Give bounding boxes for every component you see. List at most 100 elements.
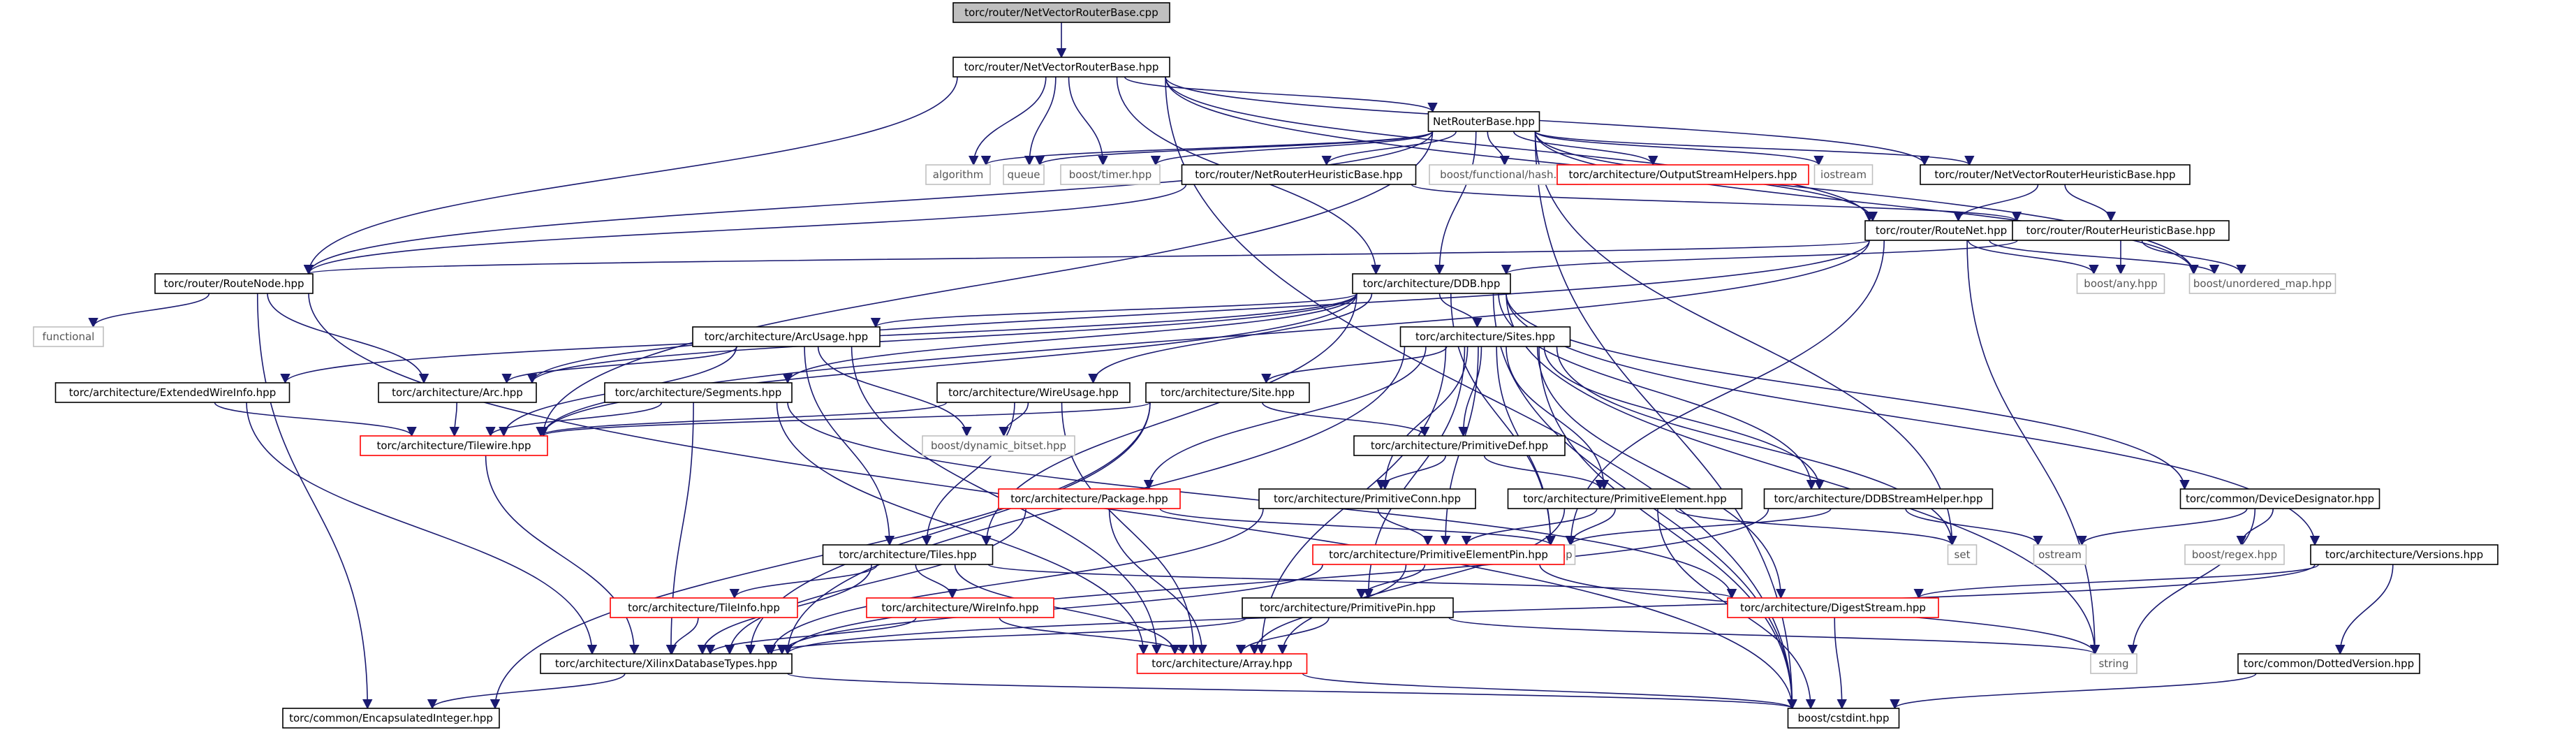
graph-node-rhb[interactable]: torc/router/RouterHeuristicBase.hpp [2012, 220, 2230, 241]
graph-node-wireusage[interactable]: torc/architecture/WireUsage.hpp [936, 382, 1131, 403]
graph-node-arcusage[interactable]: torc/architecture/ArcUsage.hpp [692, 326, 881, 347]
node-box [2237, 653, 2420, 674]
edge-primpin-to-string [1448, 617, 2100, 655]
edge-nrhb-to-rhb [1411, 184, 2022, 222]
edge-ddb-to-arc [527, 293, 1357, 384]
graph-node-devdes[interactable]: torc/common/DeviceDesignator.hpp [2179, 488, 2380, 509]
node-box [540, 653, 793, 674]
graph-node-tiles[interactable]: torc/architecture/Tiles.hpp [822, 544, 994, 565]
graph-node-ddbsh[interactable]: torc/architecture/DDBStreamHelper.hpp [1763, 488, 1994, 509]
node-box [2188, 273, 2336, 294]
edge-nrb_hpp-to-routenode [304, 131, 1434, 275]
edge-primdef-to-primconn [1376, 455, 1446, 490]
node-label: torc/architecture/ExtendedWireInfo.hpp [69, 386, 276, 399]
node-label: torc/common/EncapsulatedInteger.hpp [289, 712, 493, 724]
graph-node-segments[interactable]: torc/architecture/Segments.hpp [604, 382, 793, 403]
graph-node-nvrb_hpp[interactable]: torc/router/NetVectorRouterBase.hpp [952, 57, 1170, 78]
node-box [1727, 597, 1939, 618]
graph-node-primelempin[interactable]: torc/architecture/PrimitiveElementPin.hp… [1312, 544, 1565, 565]
edge-xdt-to-cstdint [787, 673, 1797, 710]
edge-nrb_hpp-to-ddb [1434, 131, 1477, 275]
node-label: torc/common/DottedVersion.hpp [2244, 657, 2414, 670]
node-label: torc/architecture/Tiles.hpp [839, 548, 976, 561]
graph-node-nvrhb[interactable]: torc/router/NetVectorRouterHeuristicBase… [1920, 164, 2191, 185]
graph-node-primpin[interactable]: torc/architecture/PrimitivePin.hpp [1242, 597, 1454, 618]
graph-node-primconn[interactable]: torc/architecture/PrimitiveConn.hpp [1258, 488, 1476, 509]
edge-ewi-to-tilewire [214, 402, 417, 437]
graph-node-tileinfo[interactable]: torc/architecture/TileInfo.hpp [610, 597, 798, 618]
node-label: iostream [1820, 168, 1867, 181]
graph-node-any: boost/any.hpp [2076, 273, 2165, 294]
node-box [1556, 164, 1809, 185]
edge-nvrb_hpp-to-nvrhb [1165, 76, 1929, 166]
node-label: torc/router/RouteNode.hpp [163, 277, 304, 290]
graph-node-cstdint[interactable]: boost/cstdint.hpp [1787, 708, 1900, 729]
graph-node-dotver[interactable]: torc/common/DottedVersion.hpp [2237, 653, 2420, 674]
node-box [1763, 488, 1994, 509]
edge-ddb-to-tilewire [538, 293, 1357, 437]
node-label: boost/any.hpp [2084, 277, 2157, 290]
edge-segments-to-array [776, 402, 1149, 655]
node-box [1920, 164, 2191, 185]
graph-node-encint[interactable]: torc/common/EncapsulatedInteger.hpp [282, 708, 500, 729]
graph-node-arc[interactable]: torc/architecture/Arc.hpp [378, 382, 537, 403]
edge-wireusage-to-tilewire [536, 402, 948, 437]
edge-routenet-to-umap [1989, 240, 2220, 275]
node-box [1003, 164, 1045, 185]
graph-node-osh[interactable]: torc/architecture/OutputStreamHelpers.hp… [1556, 164, 1809, 185]
edge-nvrb_hpp-to-routenode [303, 76, 958, 275]
graph-node-versions[interactable]: torc/architecture/Versions.hpp [2310, 544, 2498, 565]
graph-node-array[interactable]: torc/architecture/Array.hpp [1136, 653, 1308, 674]
graph-node-digest[interactable]: torc/architecture/DigestStream.hpp [1727, 597, 1939, 618]
graph-node-ddb[interactable]: torc/architecture/DDB.hpp [1352, 273, 1511, 294]
node-label: boost/dynamic_bitset.hpp [931, 439, 1066, 453]
edge-sites-to-package [1143, 346, 1427, 490]
edge-versions-to-dotver [2335, 564, 2394, 655]
graph-node-site[interactable]: torc/architecture/Site.hpp [1145, 382, 1310, 403]
graph-node-ewi[interactable]: torc/architecture/ExtendedWireInfo.hpp [54, 382, 290, 403]
edge-nvrhb-to-routenet [1953, 184, 2039, 222]
edge-primpin-to-array [1235, 617, 1330, 655]
graph-node-primelem[interactable]: torc/architecture/PrimitiveElement.hpp [1507, 488, 1743, 509]
node-label: torc/router/NetRouterHeuristicBase.hpp [1195, 168, 1402, 181]
edge-tiles-to-wireinfo [915, 564, 957, 599]
node-label: string [2098, 657, 2128, 670]
node-label: ostream [2038, 548, 2082, 561]
edge-devdes-to-regex [2236, 508, 2274, 546]
node-box [54, 382, 290, 403]
node-box [866, 597, 1054, 618]
graph-node-primdef[interactable]: torc/architecture/PrimitiveDef.hpp [1353, 435, 1566, 456]
edge-nvrhb-to-rhb [2064, 184, 2117, 222]
graph-node-queue: queue [1003, 164, 1045, 185]
edge-ddbsh-to-map [1566, 508, 1832, 546]
graph-node-package[interactable]: torc/architecture/Package.hpp [998, 488, 1181, 509]
graph-node-iostream: iostream [1813, 164, 1874, 185]
node-label: torc/router/RouteNet.hpp [1876, 224, 2007, 237]
node-label: boost/cstdint.hpp [1798, 712, 1890, 724]
node-box [1352, 273, 1511, 294]
node-box [2012, 220, 2230, 241]
graph-node-sites[interactable]: torc/architecture/Sites.hpp [1399, 326, 1571, 347]
edge-ddb-to-devdes [1506, 293, 2190, 490]
node-box [1136, 653, 1308, 674]
node-box [1181, 164, 1417, 185]
node-label: torc/router/RouterHeuristicBase.hpp [2026, 224, 2215, 237]
graph-node-tilewire[interactable]: torc/architecture/Tilewire.hpp [360, 435, 548, 456]
edge-sites-to-site [1261, 346, 1448, 384]
node-box [604, 382, 793, 403]
graph-node-routenet[interactable]: torc/router/RouteNet.hpp [1864, 220, 2018, 241]
edge-routenet-to-arc [527, 240, 1870, 384]
node-label: torc/architecture/Segments.hpp [615, 386, 782, 399]
edge-arcusage-to-dynbitset [817, 346, 972, 437]
graph-node-root[interactable]: torc/router/NetVectorRouterBase.cpp [952, 2, 1170, 23]
node-box [1507, 488, 1743, 509]
node-box [998, 488, 1181, 509]
graph-node-routenode[interactable]: torc/router/RouteNode.hpp [154, 273, 314, 294]
graph-node-nrb_hpp[interactable]: NetRouterBase.hpp [1427, 111, 1540, 132]
graph-node-nrhb[interactable]: torc/router/NetRouterHeuristicBase.hpp [1181, 164, 1417, 185]
node-box [1258, 488, 1476, 509]
edge-rhb-to-ddb [1501, 240, 2018, 275]
graph-node-wireinfo[interactable]: torc/architecture/WireInfo.hpp [866, 597, 1054, 618]
graph-node-xdt[interactable]: torc/architecture/XilinxDatabaseTypes.hp… [540, 653, 793, 674]
node-box [1399, 326, 1571, 347]
